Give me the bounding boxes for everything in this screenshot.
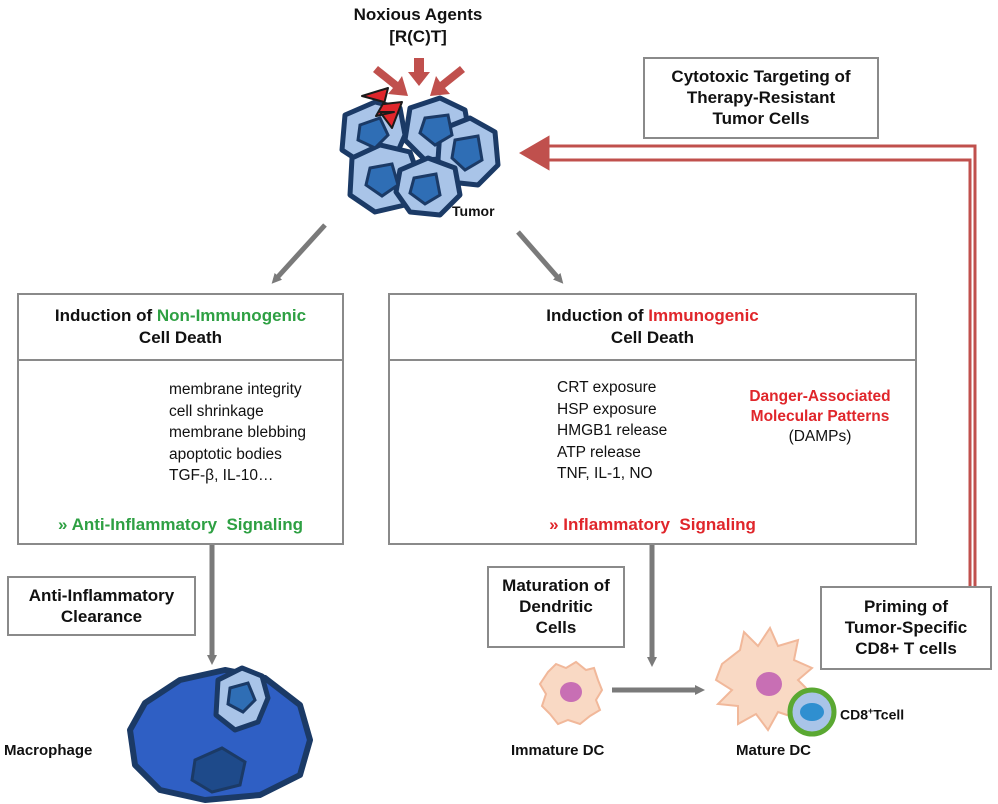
priming-line2: Tumor-Specific — [844, 618, 968, 637]
damps-line3: (DAMPs) — [788, 428, 852, 445]
non-immunogenic-box: Induction of Non-Immunogenic Cell Death … — [17, 293, 344, 545]
cytotoxic-line1: Cytotoxic Targeting of — [671, 67, 851, 86]
clearance-line1: Anti-Inflammatory — [28, 586, 175, 605]
tumor-nuclei — [356, 113, 484, 206]
feature-item: CRT exposure — [557, 379, 657, 396]
damps-label: Danger-Associated Molecular Patterns (DA… — [730, 387, 910, 447]
noxious-agents-label: Noxious Agents [R(C)T] — [330, 4, 506, 48]
non-immunogenic-title-line2: Cell Death — [138, 328, 223, 347]
cd8-tcell — [787, 687, 837, 737]
feature-item: membrane blebbing — [169, 424, 307, 441]
mature-dc — [714, 625, 814, 732]
feature-item: HMGB1 release — [557, 422, 668, 439]
feature-item: TGF-β, IL-10… — [169, 467, 274, 484]
feature-item: TNF, IL-1, NO — [557, 465, 653, 482]
feature-item: HSP exposure — [557, 400, 657, 418]
noxious-agents-line1: Noxious Agents — [353, 5, 483, 24]
non-immunogenic-header: Induction of Non-Immunogenic Cell Death — [19, 295, 342, 361]
non-immunogenic-title-prefix: Induction of — [54, 306, 157, 325]
priming-line1: Priming of — [863, 597, 949, 616]
cytotoxic-line2: Therapy-Resistant — [686, 88, 836, 107]
clearance-line2: Clearance — [60, 607, 143, 626]
feature-item: membrane integrity — [169, 381, 302, 398]
anti-inflammatory-signaling: » Anti-Inflammatory Signaling — [58, 515, 303, 534]
priming-line3: CD8+ T cells — [855, 639, 957, 658]
arrow-to-non-immunogenic — [271, 223, 327, 284]
cd8-prefix: CD8 — [840, 706, 869, 723]
immature-dc-label: Immature DC — [511, 742, 605, 759]
maturation-line1: Maturation of — [502, 576, 610, 595]
immunogenic-title-prefix: Induction of — [546, 306, 649, 325]
maturation-line2: Dendritic — [519, 597, 593, 616]
macrophage — [127, 665, 313, 803]
cd8-sup: + — [868, 706, 874, 716]
cd8-tcell-label: CD8+Tcell — [840, 706, 904, 723]
tumor-label: Tumor — [452, 203, 495, 219]
anti-inflammatory-clearance-box: Anti-Inflammatory Clearance — [7, 576, 196, 636]
feature-item: cell shrinkage — [169, 402, 264, 420]
feature-item: apoptotic bodies — [169, 445, 282, 463]
cytotoxic-line3: Tumor Cells — [712, 109, 810, 128]
immunogenic-box: Induction of Immunogenic Cell Death CRT … — [388, 293, 917, 545]
immunogenic-title-line2: Cell Death — [610, 328, 695, 347]
inflammatory-signaling: » Inflammatory Signaling — [549, 515, 756, 534]
noxious-arrows — [373, 58, 465, 96]
damps-line1: Danger-Associated — [749, 388, 891, 405]
non-immunogenic-title-highlight: Non-Immunogenic — [156, 306, 307, 325]
immunogenic-header: Induction of Immunogenic Cell Death — [390, 295, 915, 361]
maturation-line3: Cells — [535, 618, 577, 637]
noxious-agents-line2: [R(C)T] — [389, 27, 447, 46]
lightning-bolt-icon — [361, 87, 403, 129]
maturation-box: Maturation of Dendritic Cells — [487, 566, 625, 648]
arrow-to-immunogenic — [516, 230, 564, 284]
mature-dc-label: Mature DC — [736, 742, 812, 759]
damps-line2: Molecular Patterns — [750, 408, 890, 425]
immature-dc — [538, 660, 604, 726]
cytotoxic-targeting-box: Cytotoxic Targeting of Therapy-Resistant… — [643, 57, 879, 139]
immunogenic-features: CRT exposure HSP exposure HMGB1 release … — [557, 377, 667, 485]
feature-item: ATP release — [557, 443, 641, 461]
non-immunogenic-features: membrane integrity cell shrinkage membra… — [169, 379, 306, 487]
cd8-suffix: Tcell — [873, 706, 905, 723]
macrophage-label: Macrophage — [4, 742, 93, 759]
immunogenic-title-highlight: Immunogenic — [648, 306, 759, 325]
priming-box: Priming of Tumor-Specific CD8+ T cells — [820, 586, 992, 670]
red-feedback-loop — [518, 135, 977, 586]
